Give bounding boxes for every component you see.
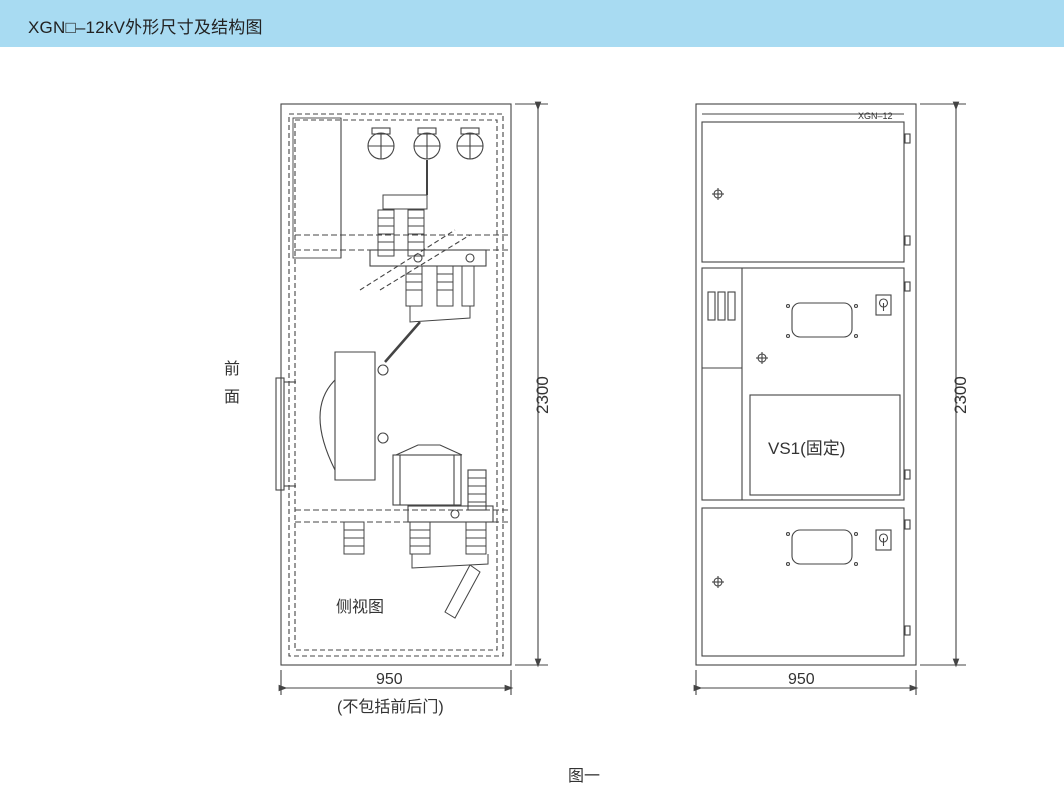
breaker-window (749, 394, 901, 496)
grounding-switch (444, 564, 481, 619)
title-bar: XGN□–12kV外形尺寸及结构图 (0, 0, 1064, 47)
front-door-handle (275, 377, 285, 491)
middle-section (701, 267, 905, 501)
side-width-note: (不包括前后门) (337, 698, 444, 716)
lock-icons (712, 188, 768, 588)
front-label-2: 面 (224, 389, 240, 406)
switch-knob-upper (875, 294, 892, 316)
breaker-poles (392, 454, 462, 506)
side-inner-dashed (288, 113, 504, 657)
top-door (701, 121, 905, 263)
bottom-door (701, 507, 905, 657)
switch-knob-lower (875, 529, 892, 551)
front-label-1: 前 (224, 360, 240, 378)
lower-viewing-window (791, 529, 853, 565)
upper-insulators (377, 160, 428, 257)
side-cabinet-outline (280, 103, 512, 666)
front-cabinet-outline (695, 103, 917, 666)
side-view (275, 101, 548, 695)
upper-viewing-window (791, 302, 853, 338)
front-height-label: 2300 (951, 376, 970, 414)
model-tag: XGN–12 (858, 111, 893, 121)
side-width-label: 950 (376, 671, 403, 688)
front-width-label: 950 (788, 671, 815, 688)
meter-icons (367, 127, 484, 160)
breaker-body (334, 351, 376, 481)
side-view-label: 侧视图 (336, 598, 384, 616)
side-height-label: 2300 (533, 376, 552, 414)
door-hinges (904, 133, 911, 636)
breaker-label: VS1(固定) (768, 439, 845, 458)
page-title: XGN□–12kV外形尺寸及结构图 (28, 18, 263, 37)
figure-caption: 图一 (568, 768, 600, 785)
front-view (693, 101, 966, 695)
